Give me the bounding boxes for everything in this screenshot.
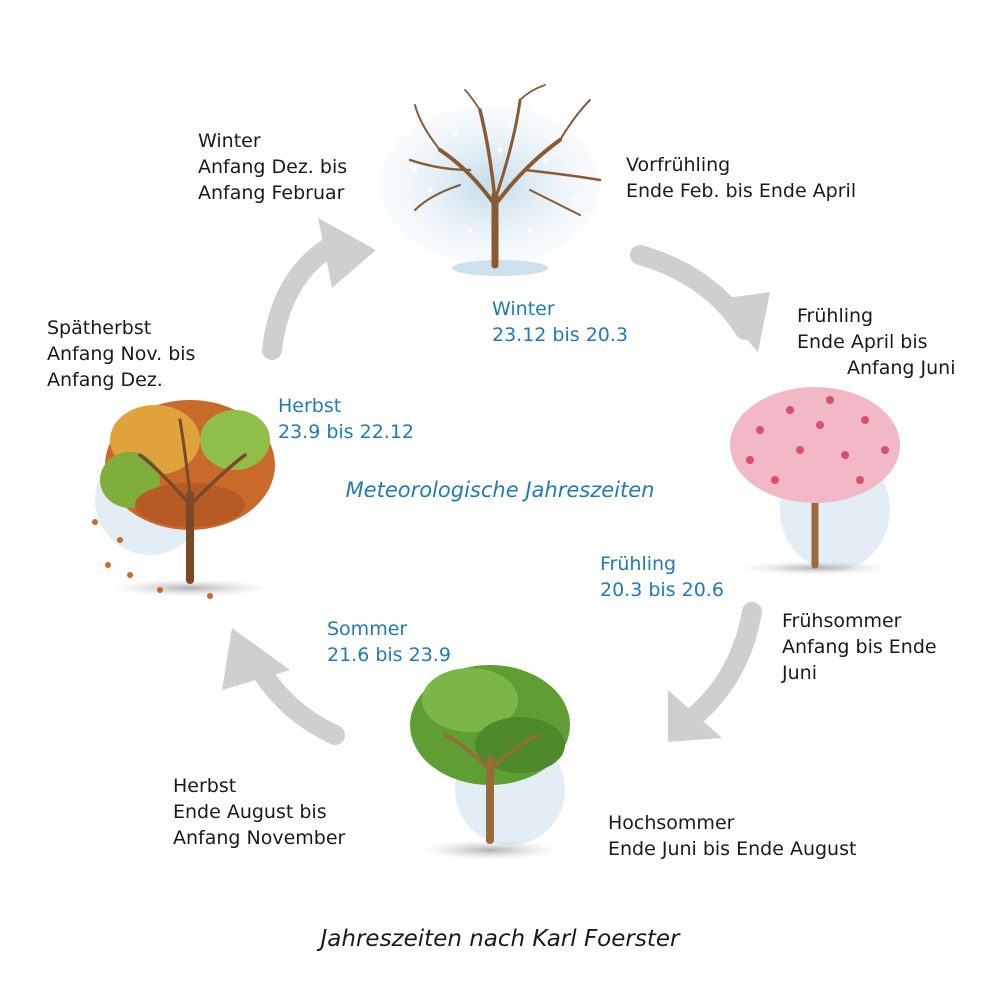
- label-foerster-herbst: Herbst Ende August bis Anfang November: [173, 775, 346, 849]
- label-foerster-fruehling: Frühling Ende April bis Anfang Juni: [797, 305, 956, 379]
- label-foerster-hochsommer: Hochsommer Ende Juni bis Ende August: [608, 812, 857, 860]
- spring-tree-icon: [730, 387, 900, 575]
- label-meteo-spring: Frühling 20.3 bis 20.6: [600, 553, 724, 601]
- winter-tree-icon: [380, 84, 602, 276]
- label-meteo-summer: Sommer 21.6 bis 23.9: [327, 618, 451, 666]
- label-meteo-autumn: Herbst 23.9 bis 22.12: [278, 395, 415, 443]
- cycle-arrow-icon: [222, 218, 770, 745]
- label-foerster-winter: Winter Anfang Dez. bis Anfang Februar: [198, 130, 348, 204]
- label-meteo-winter: Winter 23.12 bis 20.3: [492, 298, 629, 346]
- autumn-tree-icon: [92, 400, 275, 599]
- label-foerster-spaetherbst: Spätherbst Anfang Nov. bis Anfang Dez.: [47, 317, 196, 391]
- label-foerster-vorfruehling: Vorfrühling Ende Feb. bis Ende April: [626, 154, 857, 202]
- summer-tree-icon: [410, 665, 570, 860]
- center-title: Meteorologische Jahreszeiten: [345, 478, 655, 502]
- label-foerster-fruehsommer: Frühsommer Anfang bis Ende Juni: [782, 610, 937, 684]
- footer-title: Jahreszeiten nach Karl Foerster: [320, 926, 680, 952]
